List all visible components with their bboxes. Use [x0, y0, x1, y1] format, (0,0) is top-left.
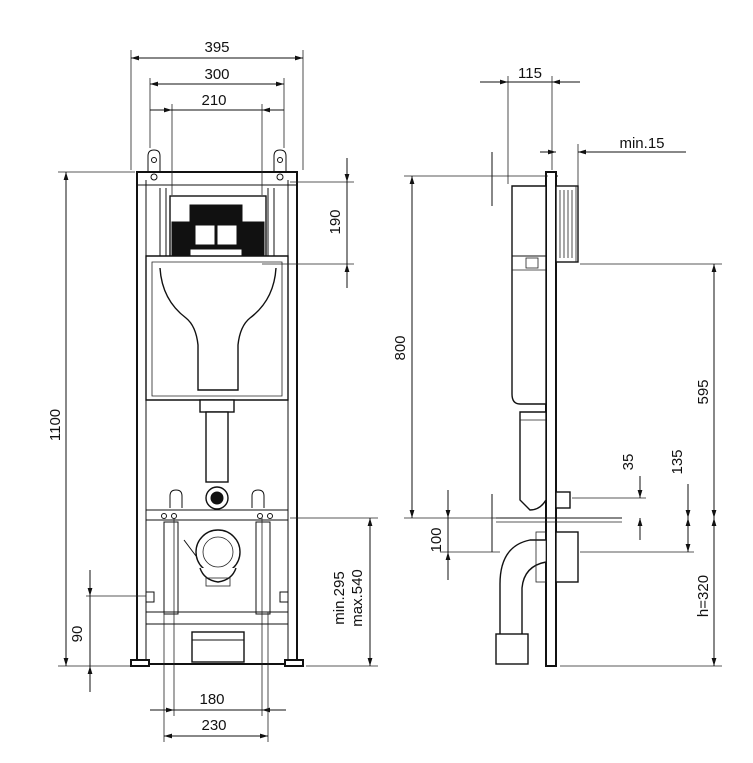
dim-1100: 1100 [47, 171, 135, 667]
dim-35: 35 [572, 454, 646, 540]
bottom-drain-pipe [191, 631, 245, 663]
dim-label-135: 135 [669, 449, 686, 474]
dim-label-min15: min.15 [619, 135, 664, 152]
side-flush-pipe [519, 411, 547, 511]
side-water-connection [555, 491, 571, 509]
dim-label-230: 230 [201, 717, 226, 734]
pan-support [145, 521, 289, 625]
cistern-tank [145, 255, 289, 401]
dim-label-h320: h=320 [695, 575, 712, 617]
dim-90: 90 [69, 570, 146, 692]
dim-label-115: 115 [518, 65, 542, 82]
dim-230: 230 [163, 612, 269, 742]
dim-label-300: 300 [204, 66, 229, 83]
dim-135: 135 [580, 449, 694, 553]
dim-label-90: 90 [69, 626, 86, 643]
dim-h320: h=320 [560, 518, 722, 667]
dim-label-max540: max.540 [349, 569, 366, 627]
dim-label-min295: min.295 [331, 571, 348, 624]
dim-label-100: 100 [428, 527, 445, 552]
dim-800: 800 [392, 175, 548, 519]
dim-label-800: 800 [392, 335, 409, 360]
dim-min15: min.15 [540, 135, 686, 186]
dim-180: 180 [150, 518, 286, 716]
dim-595: 595 [580, 263, 722, 518]
dim-label-395: 395 [204, 39, 229, 56]
dim-115: 115 [480, 65, 580, 184]
side-frame [545, 171, 557, 667]
front-view: 395 300 210 1100 [47, 39, 378, 742]
side-view: 115 min.15 800 595 35 [392, 65, 722, 667]
dim-395: 395 [130, 39, 304, 170]
dim-100: 100 [428, 490, 500, 580]
dim-label-210: 210 [201, 92, 226, 109]
top-brackets [147, 149, 287, 181]
dim-outlet-range: min.295 max.540 [290, 517, 378, 667]
frame-feet [130, 659, 304, 667]
dim-300: 300 [149, 66, 285, 148]
dim-label-35: 35 [620, 454, 637, 471]
dim-label-190: 190 [327, 209, 344, 234]
drain-outlet [183, 529, 241, 587]
dim-label-180: 180 [199, 691, 224, 708]
dim-210: 210 [150, 92, 284, 195]
dim-label-1100: 1100 [47, 409, 64, 441]
dim-190: 190 [262, 158, 354, 288]
side-tank [511, 185, 547, 405]
flush-pipe [199, 399, 235, 510]
side-drain-elbow [495, 531, 579, 665]
dim-label-595: 595 [695, 379, 712, 404]
flush-button-plate [169, 195, 267, 263]
side-button-box [555, 185, 579, 263]
